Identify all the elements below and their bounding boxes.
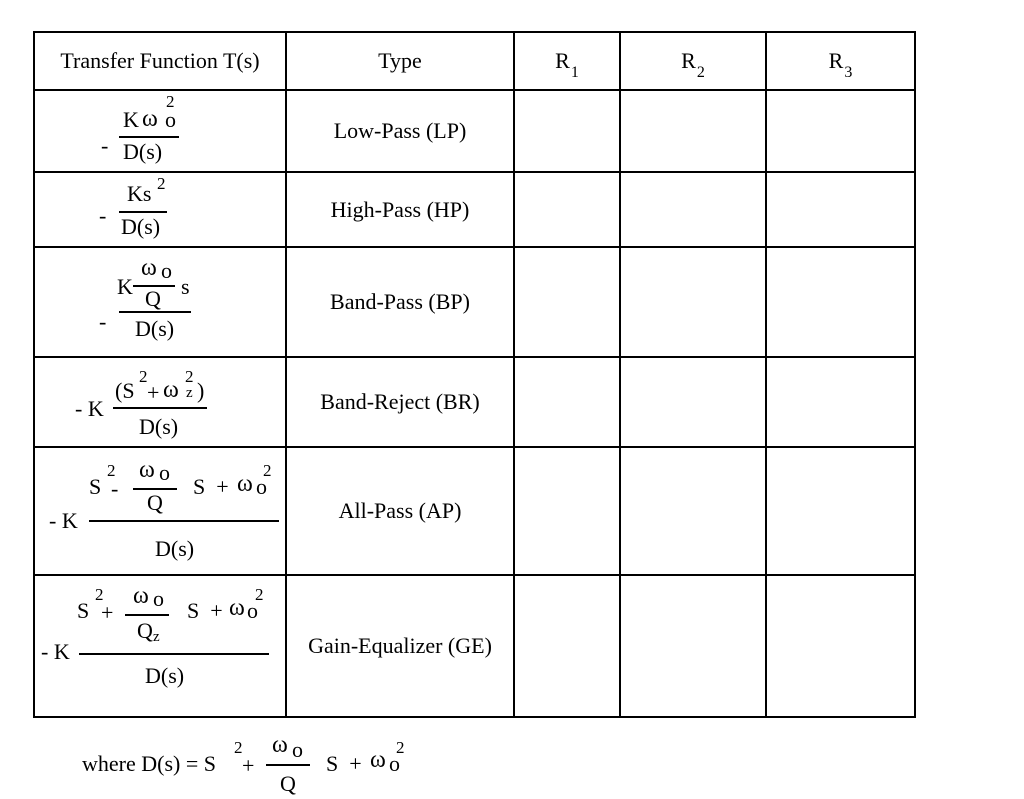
r1-cell-bp[interactable] <box>513 246 621 358</box>
r1-cell-br[interactable] <box>513 356 621 448</box>
type-cell-hp: High-Pass (HP) <box>285 171 515 248</box>
type-cell-br: Band-Reject (BR) <box>285 356 515 448</box>
r3-cell-br[interactable] <box>765 356 916 448</box>
header-type: Type <box>285 31 515 91</box>
transfer-function-cell-br: - K (S 2 + ω 2 z ) D(s) <box>33 356 287 448</box>
fraction-bar <box>266 764 310 766</box>
fraction-bar-inner <box>133 285 175 287</box>
type-cell-ap: All-Pass (AP) <box>285 446 515 576</box>
header-transfer-function: Transfer Function T(s) <box>33 31 287 91</box>
transfer-function-table: Transfer Function T(s) Type R1 R2 R3 - K… <box>33 31 916 718</box>
denominator-definition: where D(s) = S 2 + ω o Q S + ω o 2 <box>82 732 405 796</box>
header-r3: R3 <box>765 31 916 91</box>
header-r2: R2 <box>619 31 767 91</box>
r3-cell-ge[interactable] <box>765 574 916 718</box>
r1-cell-hp[interactable] <box>513 171 621 248</box>
transfer-function-cell-hp: - Ks 2 D(s) <box>33 171 287 248</box>
fraction-bar-inner <box>125 614 169 616</box>
transfer-function-cell-lp: - K ω 2 o D(s) <box>33 89 287 173</box>
table-row-ap: - K S 2 - ω o Q S + ω o 2 D(s) All-Pass … <box>33 446 916 576</box>
transfer-function-cell-ap: - K S 2 - ω o Q S + ω o 2 D(s) <box>33 446 287 576</box>
fraction-bar <box>119 311 191 313</box>
type-cell-bp: Band-Pass (BP) <box>285 246 515 358</box>
header-r1: R1 <box>513 31 621 91</box>
header-row: Transfer Function T(s) Type R1 R2 R3 <box>33 31 916 91</box>
table-row-lp: - K ω 2 o D(s) Low-Pass (LP) <box>33 89 916 173</box>
r2-cell-br[interactable] <box>619 356 767 448</box>
fraction-bar-inner <box>133 488 177 490</box>
fraction-bar <box>89 520 279 522</box>
transfer-function-cell-ge: - K S 2 + ω o Q z S + ω o 2 D(s) <box>33 574 287 718</box>
r3-cell-hp[interactable] <box>765 171 916 248</box>
table-row-br: - K (S 2 + ω 2 z ) D(s) Band-Reject (BR) <box>33 356 916 448</box>
fraction-bar <box>79 653 269 655</box>
r1-cell-ge[interactable] <box>513 574 621 718</box>
type-cell-ge: Gain-Equalizer (GE) <box>285 574 515 718</box>
transfer-function-cell-bp: - K ω o Q s D(s) <box>33 246 287 358</box>
r1-cell-lp[interactable] <box>513 89 621 173</box>
r2-cell-lp[interactable] <box>619 89 767 173</box>
r3-cell-bp[interactable] <box>765 246 916 358</box>
fraction-bar <box>119 136 179 138</box>
r1-cell-ap[interactable] <box>513 446 621 576</box>
fraction-bar <box>113 407 207 409</box>
r2-cell-bp[interactable] <box>619 246 767 358</box>
r2-cell-hp[interactable] <box>619 171 767 248</box>
fraction-bar <box>119 211 167 213</box>
table-row-ge: - K S 2 + ω o Q z S + ω o 2 D(s) Gain-Eq… <box>33 574 916 718</box>
table-row-bp: - K ω o Q s D(s) Band-Pass (BP) <box>33 246 916 358</box>
r2-cell-ap[interactable] <box>619 446 767 576</box>
table-row-hp: - Ks 2 D(s) High-Pass (HP) <box>33 171 916 248</box>
r3-cell-lp[interactable] <box>765 89 916 173</box>
type-cell-lp: Low-Pass (LP) <box>285 89 515 173</box>
r3-cell-ap[interactable] <box>765 446 916 576</box>
r2-cell-ge[interactable] <box>619 574 767 718</box>
